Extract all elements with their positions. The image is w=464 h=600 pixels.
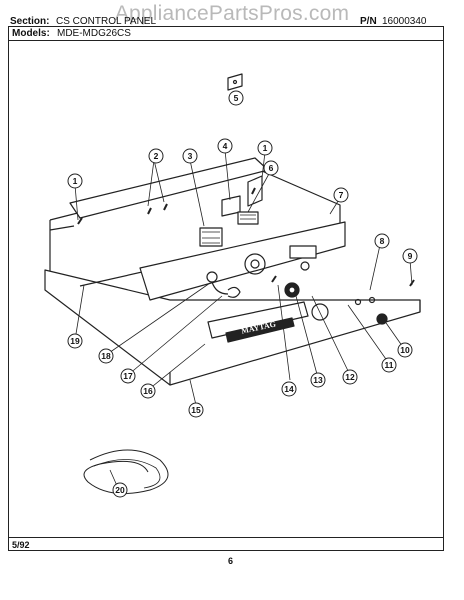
wire-harness-connector xyxy=(227,286,241,298)
footer-divider xyxy=(8,537,444,538)
callout-4: 4 xyxy=(223,141,228,151)
callout-8: 8 xyxy=(380,236,385,246)
section-label: Section: xyxy=(10,16,50,27)
page-number: 6 xyxy=(228,556,234,566)
callout-9: 9 xyxy=(408,251,413,261)
callout-20: 20 xyxy=(115,485,125,495)
diagram-frame xyxy=(8,26,444,551)
timer-switch xyxy=(199,227,223,247)
callout-19: 19 xyxy=(70,336,80,346)
pn-value: 16000340 xyxy=(382,16,427,27)
callout-17: 17 xyxy=(123,371,133,381)
callout-15: 15 xyxy=(191,405,201,415)
callout-12: 12 xyxy=(345,372,355,382)
callout-7: 7 xyxy=(339,190,344,200)
pn-label: P/N xyxy=(360,16,377,27)
rear-plate xyxy=(139,221,346,301)
callout-18: 18 xyxy=(101,351,111,361)
callout-11: 11 xyxy=(385,360,394,370)
callout-1a: 1 xyxy=(73,176,78,186)
push-to-start-switch xyxy=(237,211,259,225)
models-label: Models: xyxy=(12,28,50,39)
callout-6: 6 xyxy=(269,163,274,173)
callout-16: 16 xyxy=(143,386,153,396)
callout-2: 2 xyxy=(154,151,159,161)
models-divider xyxy=(8,40,444,41)
callout-10: 10 xyxy=(400,345,410,355)
footer-date: 5/92 xyxy=(12,540,30,550)
callout-13: 13 xyxy=(313,375,323,385)
mounting-bracket xyxy=(221,195,241,217)
callout-3: 3 xyxy=(188,151,193,161)
watermark: AppliancePartsPros.com xyxy=(114,2,350,25)
callout-5: 5 xyxy=(234,93,239,103)
models-value: MDE-MDG26CS xyxy=(57,28,131,39)
callout-1b: 1 xyxy=(263,143,268,153)
selector-knob xyxy=(376,313,388,325)
part-clip xyxy=(227,73,243,91)
section-value: CS CONTROL PANEL xyxy=(56,16,157,27)
graphics-panel xyxy=(207,301,309,339)
callout-14: 14 xyxy=(284,384,294,394)
